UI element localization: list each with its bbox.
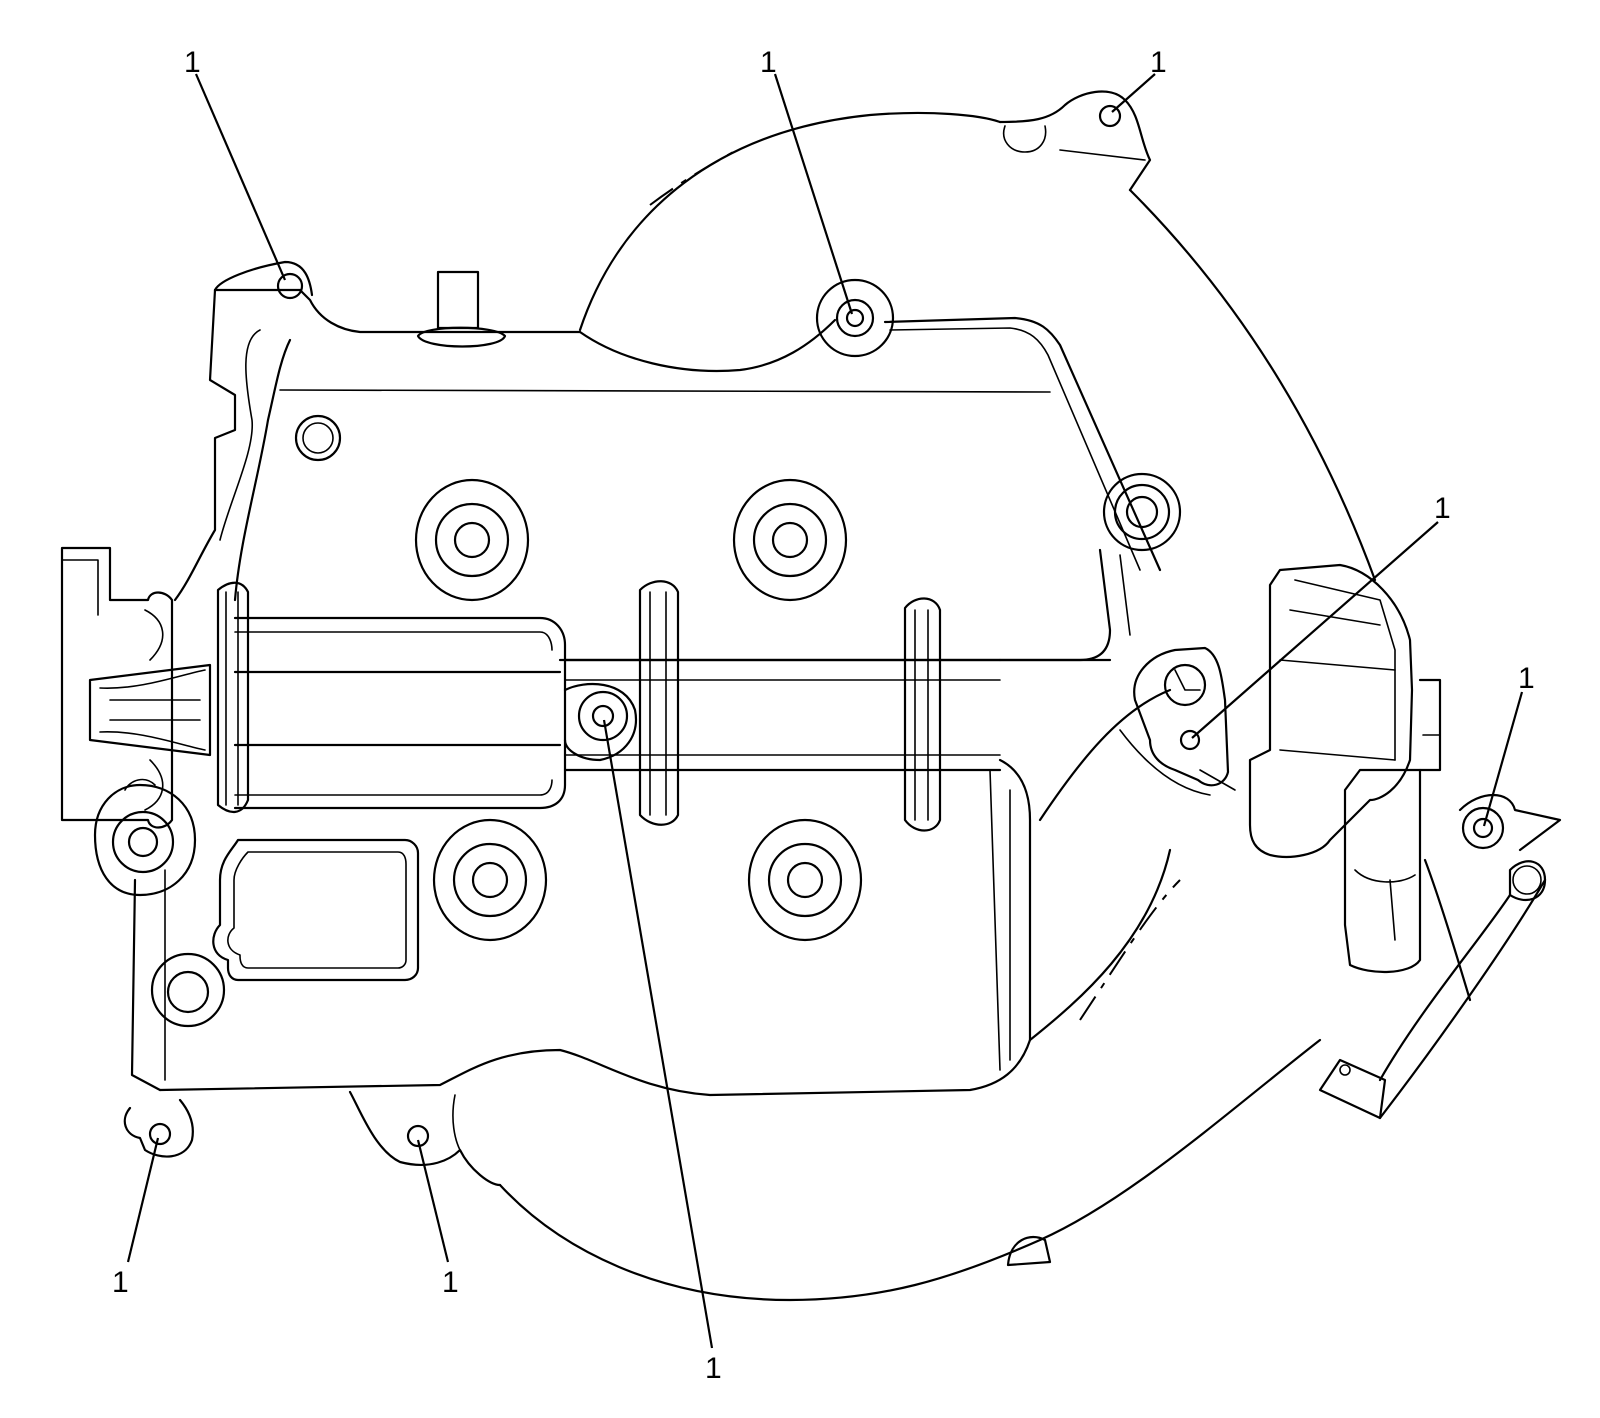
bolt-hole-top-right <box>1098 104 1122 128</box>
left-lower-boss <box>93 778 197 897</box>
pcv-nipple <box>416 270 507 348</box>
leader-line-c8 <box>602 719 714 1349</box>
leader-line-c5 <box>1482 691 1524 827</box>
bolt-hole-top-center <box>845 308 865 328</box>
leader-line-c4 <box>1191 521 1439 739</box>
rectangular-pad <box>212 838 420 982</box>
leader-line-c6 <box>126 1137 160 1263</box>
manifold-body <box>123 288 1211 1187</box>
right-sensor <box>1248 563 1442 974</box>
callout-label-c2: 1 <box>760 46 777 79</box>
bolt-hole-right-bracket <box>1179 729 1201 751</box>
callout-label-c6: 1 <box>112 1266 129 1299</box>
bolt-hole-far-right <box>1472 817 1494 839</box>
leader-lines <box>126 73 1524 1349</box>
plenum-outline <box>498 90 1377 1302</box>
small-port-top-left <box>294 414 342 462</box>
callout-label-c4: 1 <box>1434 492 1451 525</box>
callout-label-c3: 1 <box>1150 46 1167 79</box>
callout-labels: 1 1 1 1 1 1 1 1 <box>112 46 1535 1385</box>
top-center-boss <box>815 278 895 358</box>
throttle-flange <box>60 546 212 829</box>
callout-label-c5: 1 <box>1518 662 1535 695</box>
bolt-hole-bottom-left <box>148 1122 172 1146</box>
fuel-rail <box>216 580 1112 832</box>
injector-boss-3 <box>432 818 548 942</box>
small-port-bottom-left <box>150 952 226 1028</box>
injector-boss-2 <box>732 478 848 602</box>
callout-label-c8: 1 <box>705 1352 722 1385</box>
bolt-hole-fuel-rail <box>591 704 615 728</box>
injector-boss-1 <box>414 478 530 602</box>
leader-line-c2 <box>773 73 854 315</box>
top-left-bolt-ear <box>213 260 314 300</box>
bolt-hole-top-left <box>276 272 304 300</box>
right-boss <box>1102 472 1182 552</box>
callout-label-c7: 1 <box>442 1266 459 1299</box>
leader-line-c7 <box>416 1139 450 1263</box>
leader-line-c3 <box>1111 73 1156 113</box>
bolt-hole-bottom-mid <box>406 1124 430 1148</box>
right-bracket <box>1133 646 1236 791</box>
injector-boss-4 <box>747 818 863 942</box>
callout-label-c1: 1 <box>184 46 201 79</box>
far-right-bracket <box>1318 794 1562 1120</box>
leader-line-c1 <box>194 73 287 281</box>
